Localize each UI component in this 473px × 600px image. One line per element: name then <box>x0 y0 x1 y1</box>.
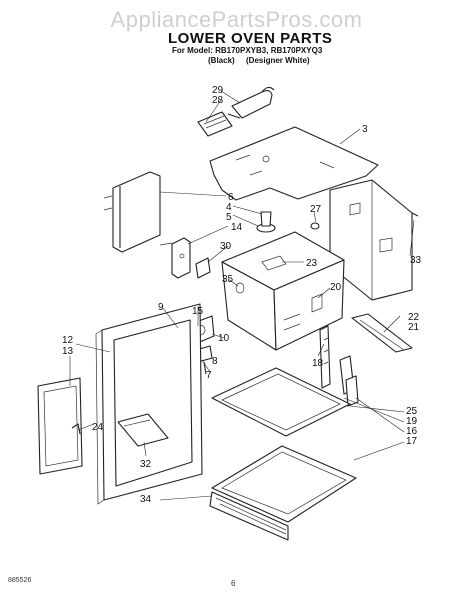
model-line: For Model: RB170PXYB3, RB170PXYQ3 <box>172 46 323 55</box>
callout-35: 35 <box>222 274 234 285</box>
callout-24: 24 <box>92 422 104 433</box>
broiler-drawer-part <box>209 445 357 541</box>
callout-28: 28 <box>212 95 224 106</box>
callout-32: 32 <box>140 459 152 470</box>
callout-15: 15 <box>192 306 204 317</box>
watermark: AppliancePartsPros.com <box>110 7 363 32</box>
callout-5: 5 <box>226 212 232 223</box>
side-bracket-part <box>319 325 331 389</box>
bracket-part <box>159 237 211 279</box>
bottom-panel-part <box>211 367 351 437</box>
callout-4: 4 <box>226 202 232 213</box>
rail-part <box>351 313 413 353</box>
callout-29: 29 <box>212 85 224 96</box>
leader-lines <box>69 90 415 501</box>
vent-duct-part <box>197 86 275 137</box>
oven-cavity-part <box>221 231 345 351</box>
callout-8: 8 <box>212 356 218 367</box>
callout-labels: 29 28 3 6 27 4 5 14 30 23 33 35 20 9 15 … <box>62 85 422 505</box>
callout-21: 21 <box>408 322 420 333</box>
door-bracket-part <box>117 413 169 447</box>
page-number: 6 <box>231 579 236 588</box>
hinge-part <box>339 355 359 407</box>
callout-6: 6 <box>228 192 234 203</box>
callout-10: 10 <box>218 333 230 344</box>
callout-18: 18 <box>312 358 324 369</box>
callout-34: 34 <box>140 494 152 505</box>
callout-17: 17 <box>406 436 418 447</box>
window-glass-part <box>37 377 83 475</box>
left-side-panel-part <box>103 171 161 253</box>
callout-3: 3 <box>362 124 368 135</box>
callout-25: 25 <box>406 406 418 417</box>
callout-22: 22 <box>408 312 420 323</box>
callout-13: 13 <box>62 346 74 357</box>
door-frame-part <box>95 303 203 505</box>
plug-part <box>310 222 320 230</box>
callout-23: 23 <box>306 258 318 269</box>
callout-27: 27 <box>310 204 322 215</box>
callout-19: 19 <box>406 416 418 427</box>
callout-9: 9 <box>158 302 164 313</box>
callout-12: 12 <box>62 335 74 346</box>
page-title: LOWER OVEN PARTS <box>168 30 333 47</box>
callout-16: 16 <box>406 426 418 437</box>
fitting-part <box>256 211 276 233</box>
callout-20: 20 <box>330 282 342 293</box>
callout-30: 30 <box>220 241 232 252</box>
variant-designer-white: (Designer White) <box>246 56 310 65</box>
callout-14: 14 <box>231 222 243 233</box>
top-panel-part <box>209 126 379 201</box>
variant-black: (Black) <box>208 56 235 65</box>
callout-7: 7 <box>206 370 212 381</box>
footer-code: 885526 <box>8 577 32 584</box>
callout-33: 33 <box>410 255 422 266</box>
